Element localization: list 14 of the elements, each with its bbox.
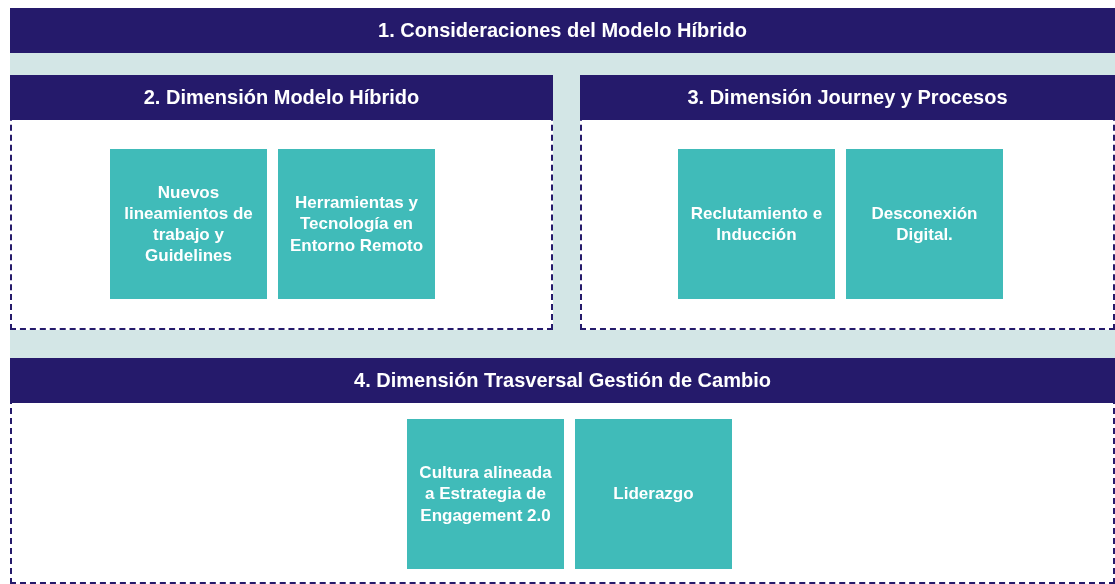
topic-tile: Nuevos lineamientos de trabajo y Guidelines — [110, 149, 267, 299]
section-header: 3. Dimensión Journey y Procesos — [580, 75, 1115, 120]
section-header: 1. Consideraciones del Modelo Híbrido — [10, 8, 1115, 53]
topic-tile: Reclutamiento e Inducción — [678, 149, 835, 299]
topic-tile: Cultura alineada a Estrategia de Engagement 2.0 — [407, 419, 564, 569]
section-panel — [10, 358, 1115, 584]
topic-tile: Desconexión Digital. — [846, 149, 1003, 299]
section-header: 2. Dimensión Modelo Híbrido — [10, 75, 553, 120]
topic-tile: Liderazgo — [575, 419, 732, 569]
section-panel — [580, 75, 1115, 330]
section-header: 4. Dimensión Trasversal Gestión de Cambio — [10, 358, 1115, 403]
section-panel — [10, 75, 553, 330]
background-panel — [10, 8, 1115, 584]
topic-tile: Herramientas y Tecnología en Entorno Remoto — [278, 149, 435, 299]
